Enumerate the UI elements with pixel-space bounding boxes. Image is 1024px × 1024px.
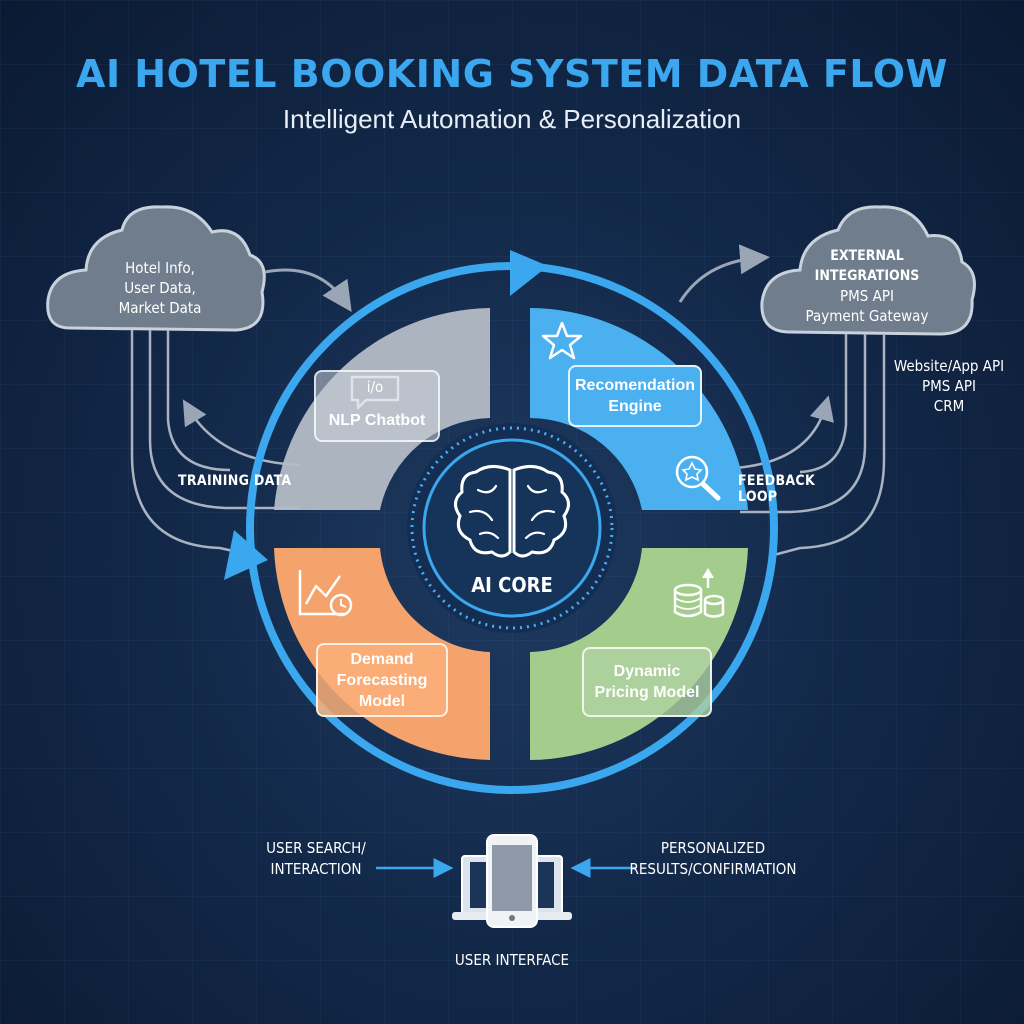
chat-io-icon-overlay-text: i/o [366,378,384,396]
right-cloud-line-4: Payment Gateway [805,307,929,325]
forecast-line-1: Demand [350,650,414,668]
integration-pms-api: PMS API [922,377,976,395]
core-inner-ring [422,438,602,618]
left-training-arrow [182,399,301,467]
feedback-loop-label: FEEDBACK LOOP [738,473,816,505]
left-cloud-to-ring-arrow [264,268,352,312]
right-cloud-line-2: INTEGRATIONS [814,268,920,284]
integration-crm: CRM [933,397,965,415]
page-title: AI HOTEL BOOKING SYSTEM DATA FLOW [76,52,948,96]
magnifier-star-icon [675,455,721,501]
recommendation-line-1: Recomendation [574,377,695,394]
forecast-line-3: Model [358,692,406,710]
left-cloud-shape [46,205,266,332]
left-cloud-line-3: Market Data [118,299,202,317]
nlp-chatbot-label: NLP Chatbot [328,411,426,429]
demand-forecasting-card: Demand Forecasting Model [316,643,448,717]
integration-website-app-api: Website/App API [893,357,1005,375]
left-cloud-text: Hotel Info, User Data, Market Data [95,258,225,318]
right-cloud-text: EXTERNAL INTEGRATIONS PMS API Payment Ga… [792,246,942,326]
user-search-line-2: INTERACTION [270,860,362,878]
pricing-line-1: Dynamic [613,663,681,680]
dynamic-pricing-card: Dynamic Pricing Model [582,647,712,717]
recommendation-line-2: Engine [608,398,662,415]
nlp-chatbot-card: NLP Chatbot [314,370,440,442]
right-feedback-line-2 [769,334,886,558]
ring-arrowhead-top [510,250,548,296]
user-search-line-1: USER SEARCH/ [266,839,366,857]
right-ring-to-cloud-arrow [678,244,770,303]
coins-up-icon [673,568,725,618]
right-cloud-line-3: PMS API [840,287,894,305]
chart-clock-icon [298,570,353,617]
ai-core-label: AI CORE [471,573,553,597]
right-integrations-list: Website/App API PMS API CRM [884,356,1014,416]
forecast-line-2: Forecasting [336,671,428,689]
right-cloud-shape [760,205,976,336]
right-feedback-line-1 [740,334,867,514]
left-training-line-3 [166,330,231,472]
pricing-line-2: Pricing Model [594,684,700,701]
right-feedback-line-3 [799,334,848,474]
star-icon [541,321,583,360]
device-icon [452,834,572,928]
right-cloud-line-1: EXTERNAL [830,248,904,264]
personalized-line-2: RESULTS/CONFIRMATION [629,860,797,878]
user-search-label: USER SEARCH/ INTERACTION [256,838,376,880]
left-cloud-line-1: Hotel Info, [125,259,195,277]
user-interface-label: USER INTERFACE [454,951,570,969]
left-training-line-1 [148,330,300,510]
recommendation-engine-card: Recomendation Engine [568,365,702,427]
brain-icon [454,465,570,558]
page-subtitle: Intelligent Automation & Personalization [282,104,742,134]
right-feedback-arrow [734,395,834,470]
core-dotted-ring [410,426,614,630]
ring-arrowhead-left [224,530,268,580]
left-training-line-2 [130,330,256,558]
personalized-results-label: PERSONALIZED RESULTS/CONFIRMATION [628,838,798,880]
personalized-line-1: PERSONALIZED [660,839,766,857]
training-data-label: TRAINING DATA [178,473,292,489]
left-cloud-line-2: User Data, [124,279,196,297]
